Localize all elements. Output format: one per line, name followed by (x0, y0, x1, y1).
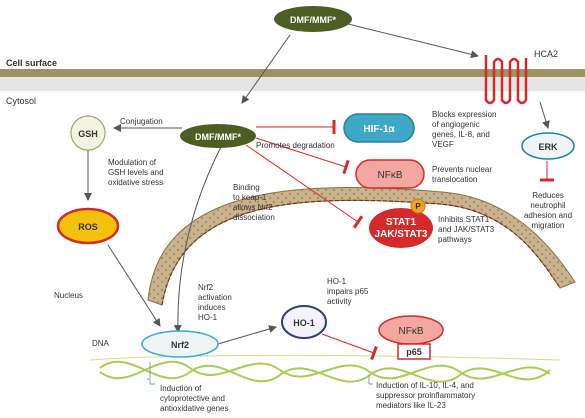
svg-text:antioxidative genes: antioxidative genes (160, 404, 229, 413)
nrf2-label: Nrf2 (171, 340, 189, 350)
gsh-label: GSH (78, 129, 98, 139)
nuclear-envelope (147, 187, 576, 306)
hif-label: HIF-1α (363, 124, 395, 135)
induction-cyto-text: Induction of cytoprotective and antioxid… (160, 384, 229, 413)
svg-text:dissociation: dissociation (233, 213, 275, 222)
hca2-label: HCA2 (534, 49, 558, 59)
svg-text:HO-1: HO-1 (198, 313, 218, 322)
induction-il-text: Induction of IL-10, IL-4, and suppressor… (376, 381, 475, 410)
dmf-mid-node (180, 124, 256, 148)
hif-node (343, 113, 415, 143)
dna-strand-3 (89, 354, 561, 361)
cytosol-band (0, 77, 585, 91)
nrf2-activation-text: Nrf2 activation induces HO-1 (198, 283, 232, 322)
nfkb-bottom-label: NFκB (399, 326, 424, 337)
inhibit-stat (245, 144, 364, 229)
arrow-ros-to-nrf2 (107, 244, 161, 327)
prevents-text: Prevents nuclear translocation (432, 165, 492, 184)
arrow-dmf-to-cytosol (241, 34, 291, 104)
dmf-top-label: DMF/MMF* (290, 15, 336, 25)
svg-text:Inhibits STAT1: Inhibits STAT1 (438, 215, 490, 224)
svg-text:cytoprotective and: cytoprotective and (160, 394, 225, 403)
dna-strand-2 (99, 360, 551, 380)
ho1-impairs-text: HO-1 impairs p65 activity (327, 277, 369, 306)
nuclear-envelope-inner (161, 199, 561, 306)
svg-text:VEGF: VEGF (432, 140, 454, 149)
conjugation-text: Conjugation (120, 117, 163, 126)
svg-text:oxidative stress: oxidative stress (108, 178, 163, 187)
svg-text:Modulation of: Modulation of (108, 158, 157, 167)
arrow-nrf2-to-ho1 (217, 325, 277, 345)
stat-node (369, 208, 433, 248)
dna-label: DNA (92, 339, 110, 348)
erk-node (521, 132, 575, 160)
svg-text:Prevents nuclear: Prevents nuclear (432, 165, 492, 174)
svg-text:Nrf2: Nrf2 (198, 283, 214, 292)
cytosol-label: Cytosol (6, 96, 36, 106)
svg-text:pathways: pathways (438, 235, 472, 244)
dmf-top-node (274, 6, 352, 32)
cell-membrane (0, 69, 585, 77)
svg-text:mediators like IL-23: mediators like IL-23 (376, 401, 446, 410)
svg-text:migration: migration (532, 221, 565, 230)
svg-text:Reduces: Reduces (532, 191, 564, 200)
ho1-label: HO-1 (293, 318, 315, 328)
binding-text: Binding to keap-1 allows Nrf2 dissociati… (233, 183, 275, 222)
p65-label: p65 (406, 347, 422, 357)
phospho-badge (410, 198, 426, 214)
svg-text:and JAK/STAT3: and JAK/STAT3 (438, 225, 495, 234)
ho1-node (281, 305, 327, 339)
svg-text:genes, IL-8, and: genes, IL-8, and (432, 130, 490, 139)
arrow-hca2-to-erk (539, 101, 550, 129)
hca2-receptor (484, 55, 528, 105)
svg-text:to keap-1: to keap-1 (233, 193, 267, 202)
svg-text:neutrophil: neutrophil (530, 201, 565, 210)
inhibits-text: Inhibits STAT1 and JAK/STAT3 pathways (438, 215, 495, 244)
stat1-label: STAT1 (386, 217, 417, 228)
svg-text:activation: activation (198, 293, 232, 302)
svg-text:translocation: translocation (432, 175, 477, 184)
modulation-text: Modulation of GSH levels and oxidative s… (108, 158, 164, 187)
reduces-text: Reduces neutrophil adhesion and migratio… (524, 191, 572, 230)
svg-text:of angiogenic: of angiogenic (432, 120, 480, 129)
arrow-dmf-to-nrf2 (173, 144, 223, 333)
gsh-node (70, 115, 106, 151)
svg-text:adhesion and: adhesion and (524, 211, 572, 220)
phospho-label: P (415, 202, 421, 211)
svg-text:GSH levels and: GSH levels and (108, 168, 164, 177)
erk-label: ERK (538, 142, 558, 152)
p65-node (397, 343, 431, 360)
inhibit-p65 (321, 333, 378, 361)
ros-label: ROS (78, 222, 98, 232)
blocks-text: Blocks expression of angiogenic genes, I… (432, 110, 496, 149)
cell-surface-label: Cell surface (6, 58, 57, 68)
inhibit-nfkb (255, 137, 350, 175)
ros-node (56, 207, 120, 245)
nrf2-node (141, 330, 219, 358)
svg-text:suppressor proinflammatory: suppressor proinflammatory (376, 391, 475, 400)
nucleus-label: Nucleus (54, 291, 83, 300)
dna-strand-1 (99, 360, 551, 383)
svg-text:HO-1: HO-1 (327, 277, 347, 286)
svg-text:activity: activity (327, 297, 351, 306)
jakstat3-label: JAK/STAT3 (375, 229, 428, 240)
svg-text:Binding: Binding (233, 183, 260, 192)
promotes-degradation-text: Promotes degradation (256, 141, 335, 150)
svg-text:impairs p65: impairs p65 (327, 287, 369, 296)
arrow-dmf-to-hca2 (339, 21, 479, 59)
svg-text:Induction of: Induction of (160, 384, 202, 393)
svg-text:Blocks expression: Blocks expression (432, 110, 496, 119)
nfkb-top-label: NFκB (378, 170, 403, 181)
svg-text:allows Nrf2: allows Nrf2 (233, 203, 273, 212)
svg-text:induces: induces (198, 303, 226, 312)
svg-text:Induction of IL-10, IL-4, and: Induction of IL-10, IL-4, and (376, 381, 474, 390)
nfkb-top-node (355, 159, 425, 189)
dmf-mid-label: DMF/MMF* (195, 132, 241, 142)
